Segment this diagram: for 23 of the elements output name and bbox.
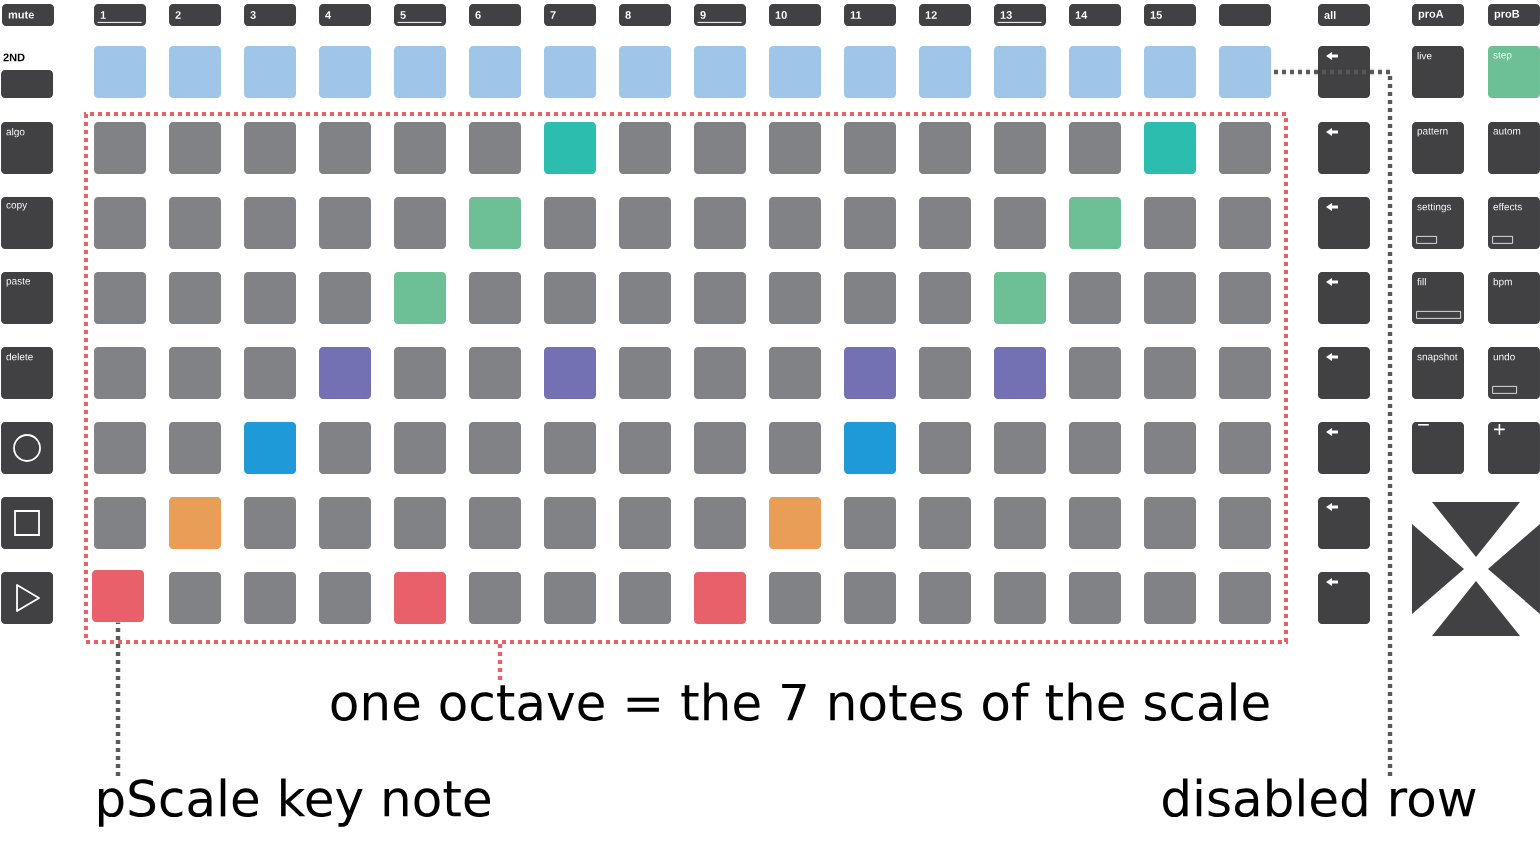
leader-line — [1271, 69, 1393, 776]
pad-range-outline — [84, 112, 1288, 644]
play-button — [1, 572, 54, 624]
arrow-button — [1318, 197, 1370, 249]
button: + — [1488, 422, 1540, 474]
square-button — [1, 497, 54, 549]
arrow-button — [1318, 272, 1370, 324]
arrow-button — [1318, 347, 1370, 399]
annotation: one octave = the 7 notes of the scale — [331, 682, 1269, 722]
leader-line — [115, 622, 121, 776]
disabled-pad — [1219, 46, 1271, 98]
arrow-button — [1318, 572, 1370, 624]
circle-button — [1, 422, 54, 474]
annotation: disabled row — [1163, 778, 1476, 818]
leader-line — [497, 644, 503, 680]
button — [1219, 4, 1271, 26]
button: − — [1412, 422, 1464, 474]
arrow-button — [1318, 46, 1370, 98]
arrow-button — [1318, 122, 1370, 174]
key-note-pad — [92, 570, 144, 622]
arrow-button — [1318, 422, 1370, 474]
annotation: pScale key note — [98, 778, 490, 827]
arrow-button — [1318, 497, 1370, 549]
